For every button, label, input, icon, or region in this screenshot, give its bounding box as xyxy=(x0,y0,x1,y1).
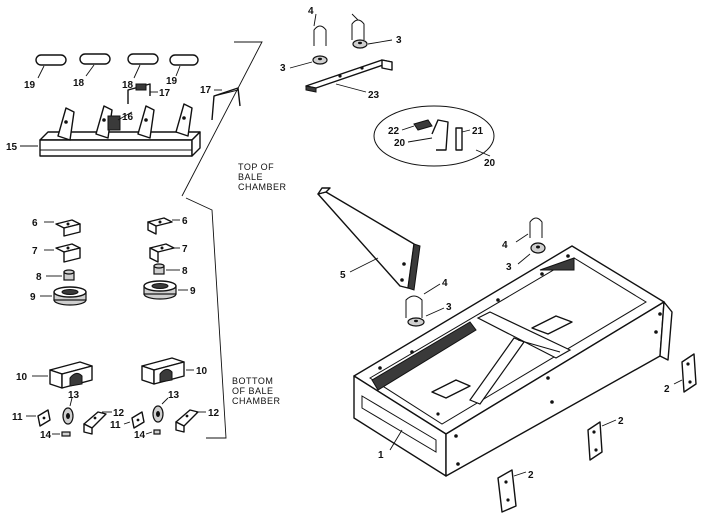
callout-6b: 6 xyxy=(182,216,188,227)
callout-9b: 9 xyxy=(190,286,196,297)
roller-18-right xyxy=(127,53,159,65)
bracket-6-left xyxy=(55,219,81,237)
nut-3-top-left xyxy=(312,55,328,65)
callout-18a: 18 xyxy=(73,78,85,89)
callout-12a: 12 xyxy=(113,408,125,419)
u-bolt-4-left xyxy=(313,25,327,46)
bushing-8-right xyxy=(153,263,165,275)
callout-7b: 7 xyxy=(182,244,188,255)
clip-17-small xyxy=(127,83,151,104)
roller-18-left xyxy=(79,53,111,65)
callout-8b: 8 xyxy=(182,266,188,277)
pulley-9-left xyxy=(53,286,87,306)
caption-top-2: BALE xyxy=(238,172,263,182)
caption-bottom-1: BOTTOM xyxy=(232,376,273,386)
u-bolt-4-right2 xyxy=(529,217,543,238)
clip-22 xyxy=(413,119,433,131)
callout-11a: 11 xyxy=(12,412,23,423)
caption-top-1: TOP OF xyxy=(238,162,274,172)
caption-top-3: CHAMBER xyxy=(238,182,287,192)
callout-3a: 3 xyxy=(396,35,402,46)
callout-18b: 18 xyxy=(122,80,134,91)
callout-19a: 19 xyxy=(24,80,36,91)
callout-6a: 6 xyxy=(32,218,38,229)
callout-2a: 2 xyxy=(664,384,670,395)
callout-22: 22 xyxy=(388,126,400,137)
bracket-7-left xyxy=(55,243,81,263)
callout-15: 15 xyxy=(6,142,18,153)
wheel-13-left xyxy=(62,407,74,425)
arm-5 xyxy=(317,187,421,291)
callout-14a: 14 xyxy=(40,430,52,441)
callout-3d: 3 xyxy=(506,262,512,273)
callout-5: 5 xyxy=(340,270,346,281)
plate-10-right xyxy=(141,357,185,385)
clip-12-left xyxy=(83,411,107,435)
callout-10a: 10 xyxy=(16,372,28,383)
roller-19-right xyxy=(169,54,199,66)
clip-17-right xyxy=(211,87,241,121)
callout-4b: 4 xyxy=(442,278,448,289)
plate-2-right xyxy=(681,353,697,393)
callout-9a: 9 xyxy=(30,292,36,303)
detail-oval-20 xyxy=(373,105,495,167)
callout-16: 16 xyxy=(122,112,134,123)
u-bolt-4-right xyxy=(351,19,365,40)
callout-10b: 10 xyxy=(196,366,208,377)
callout-7a: 7 xyxy=(32,246,38,257)
bolt-14-right xyxy=(153,429,161,435)
bale-chamber-1 xyxy=(353,245,673,477)
plate-2-bottom xyxy=(497,469,517,513)
callout-17b: 17 xyxy=(200,85,212,96)
callout-4a: 4 xyxy=(308,6,314,17)
callout-19b: 19 xyxy=(166,76,178,87)
u-bolt-4-mid xyxy=(405,295,423,318)
clip-11-right xyxy=(131,411,145,429)
bracket-7-right xyxy=(149,243,175,263)
callout-2b: 2 xyxy=(618,416,624,427)
callout-14b: 14 xyxy=(134,430,146,441)
callout-3b: 3 xyxy=(280,63,286,74)
nut-3-right xyxy=(530,242,546,254)
bushing-8-left xyxy=(63,269,75,281)
roller-19-left xyxy=(35,54,67,66)
callout-4c: 4 xyxy=(502,240,508,251)
bracket-23 xyxy=(305,59,393,93)
clip-11-left xyxy=(37,409,51,427)
divider-bottom xyxy=(185,197,227,439)
bolt-14-left xyxy=(61,431,71,437)
callout-3c: 3 xyxy=(446,302,452,313)
bracket-6-right xyxy=(147,217,173,235)
plate-2-mid xyxy=(587,421,603,461)
callout-13a: 13 xyxy=(68,390,80,401)
caption-bottom-2: OF BALE xyxy=(232,386,274,396)
caption-bottom-3: CHAMBER xyxy=(232,396,281,406)
callout-17a: 17 xyxy=(159,88,171,99)
callout-1: 1 xyxy=(378,450,384,461)
pulley-9-right xyxy=(143,280,177,300)
nut-3-top-right xyxy=(352,39,368,49)
clip-12-right xyxy=(175,409,199,433)
callout-8a: 8 xyxy=(36,272,42,283)
callout-13b: 13 xyxy=(168,390,180,401)
callout-21: 21 xyxy=(472,126,484,137)
divider-top xyxy=(181,41,263,197)
callout-23: 23 xyxy=(368,90,380,101)
roller-frame-15 xyxy=(39,103,201,157)
wheel-13-right xyxy=(152,405,164,423)
callout-20b: 20 xyxy=(484,158,496,169)
spring-20-inner xyxy=(431,119,449,151)
nut-3-mid xyxy=(407,317,425,327)
callout-2c: 2 xyxy=(528,470,534,481)
plate-10-left xyxy=(49,361,93,389)
callout-11b: 11 xyxy=(110,420,121,431)
callout-12b: 12 xyxy=(208,408,220,419)
clip-21 xyxy=(455,127,463,151)
callout-20a: 20 xyxy=(394,138,406,149)
